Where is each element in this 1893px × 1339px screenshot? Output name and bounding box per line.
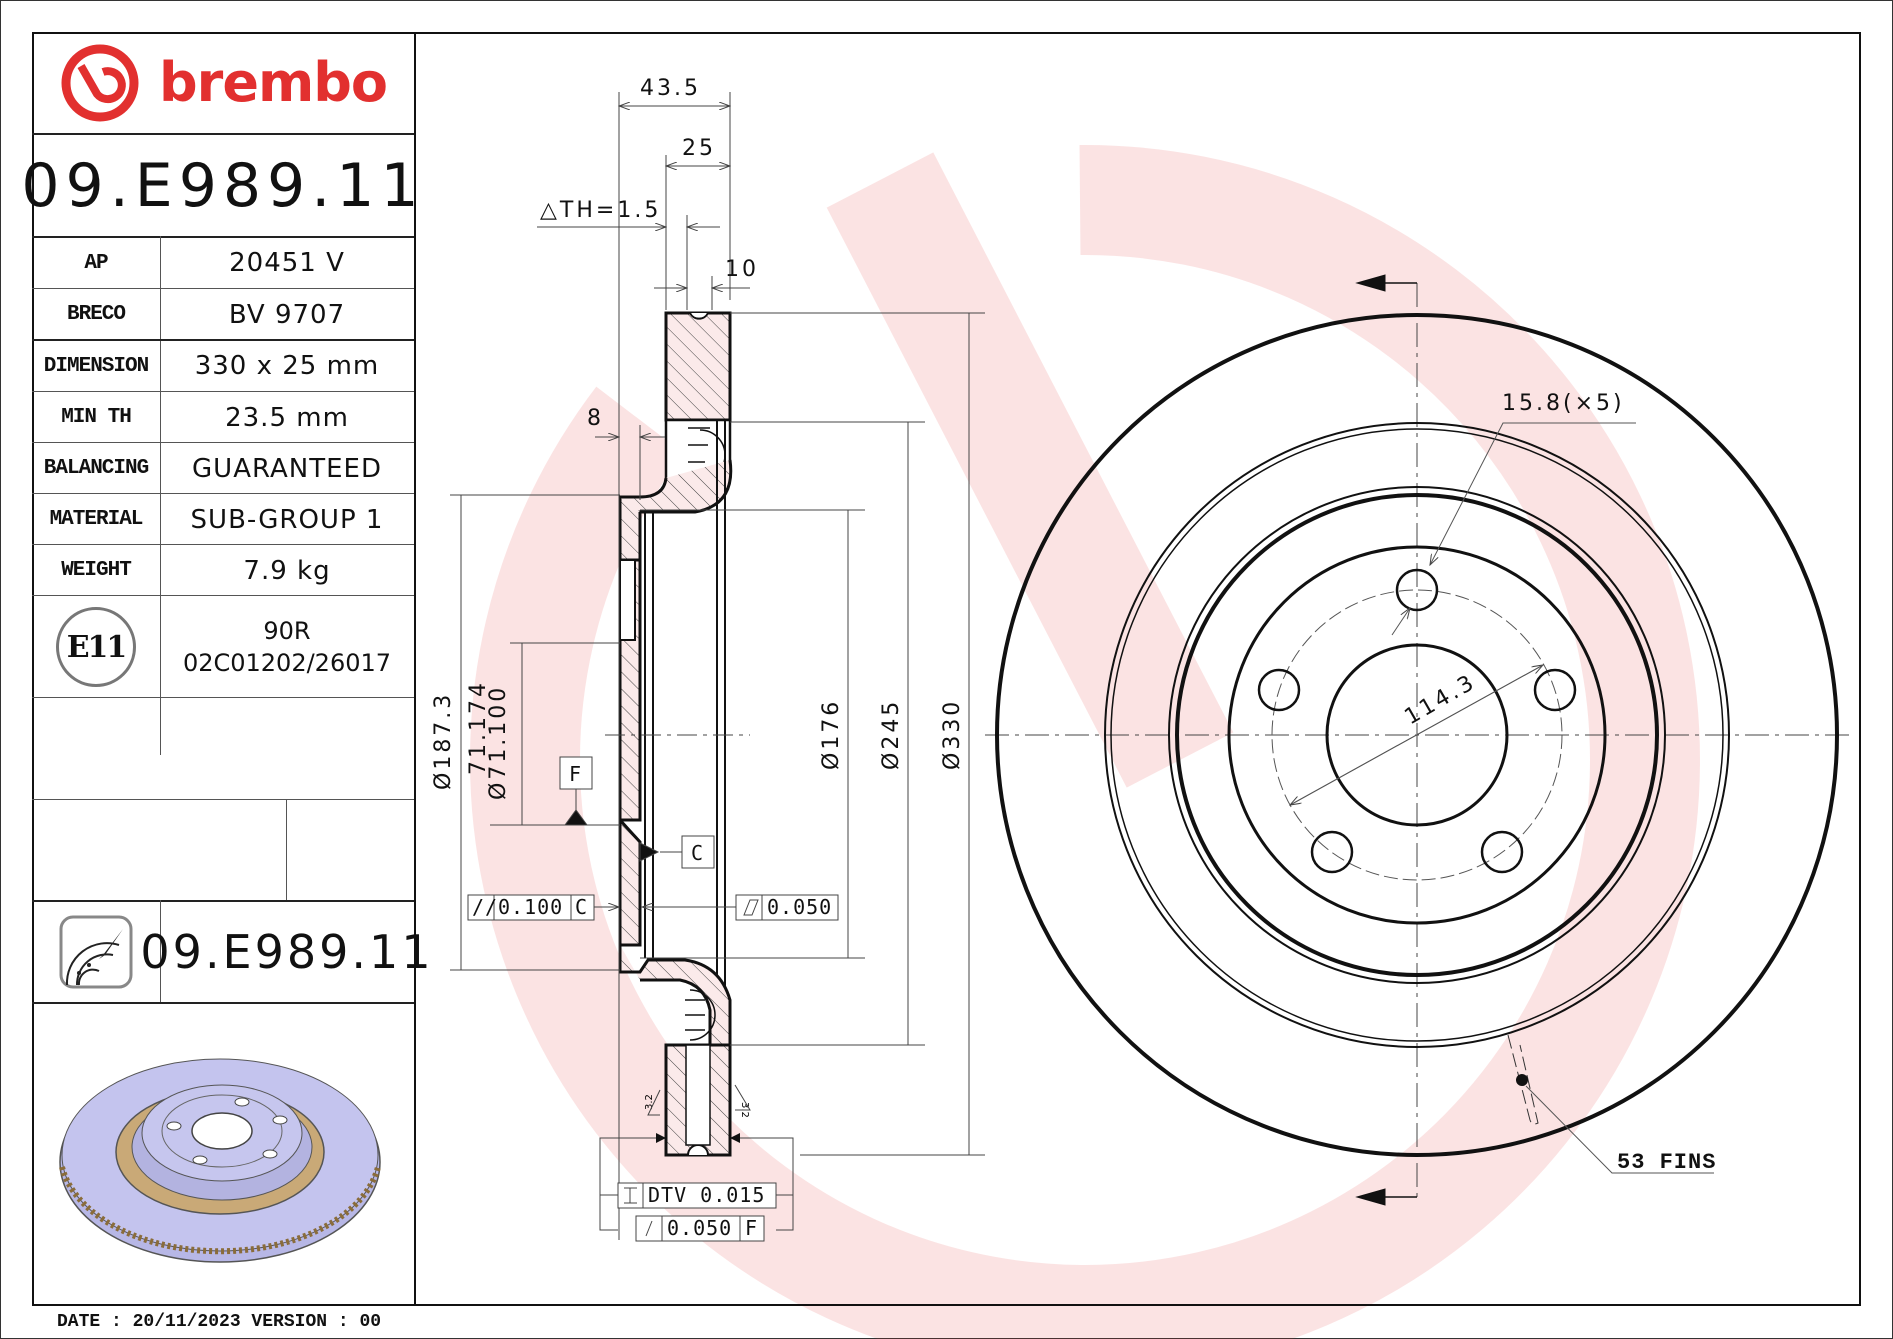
spec-label: BALANCING <box>43 457 149 480</box>
spec-label: MIN TH <box>61 406 132 429</box>
disc-3d-render <box>59 1058 381 1263</box>
spec-label: MATERIAL <box>49 508 144 531</box>
product-part-number: 09.E989.11 <box>140 925 434 979</box>
brake-disc-service-icon <box>59 915 133 989</box>
dtv-runout-tolerances <box>599 1137 794 1242</box>
dim-d187: Ø187.3 <box>431 692 456 790</box>
spec-label: AP <box>84 251 108 275</box>
bolt-hole-dim: 15.8(×5) <box>1502 391 1625 416</box>
flatness-value: 0.050 <box>767 895 832 919</box>
pcd-dim: 114.3 <box>1401 670 1481 731</box>
approval-line-1: 90R <box>263 617 311 645</box>
spec-value: 330 x 25 mm <box>194 351 380 381</box>
spec-value: GUARANTEED <box>192 453 382 484</box>
fins-label: 53 FINS <box>1617 1150 1716 1175</box>
dim-d330: Ø330 <box>940 699 965 770</box>
dim-25: 25 <box>682 136 716 161</box>
dim-d245: Ø245 <box>879 699 904 770</box>
approval-line-2: 02C01202/26017 <box>182 649 392 677</box>
roughness-left: 3.2 <box>644 1094 655 1110</box>
dim-8: 8 <box>587 406 604 431</box>
e11-badge: E11 <box>56 607 136 687</box>
drawing-frame <box>32 32 1861 1306</box>
approval-code: 90R 02C01202/26017 <box>160 597 414 697</box>
approval-mark: E11 <box>32 597 160 697</box>
runout-value: 0.050 <box>667 1216 732 1240</box>
dim-d71-lower: Ø71.100 <box>486 685 511 800</box>
datum-c-label: C <box>691 841 704 865</box>
dim-43-5: 43.5 <box>640 76 701 101</box>
dim-d71-upper: 71.174 <box>466 680 491 775</box>
section-dimension-labels: 43.5 25 △TH=1.5 10 8 Ø187.3 71.174 Ø71.1… <box>431 76 965 800</box>
dtv-value: DTV 0.015 <box>648 1183 765 1207</box>
spec-label: DIMENSION <box>43 354 149 378</box>
spec-label: BRECO <box>66 303 126 326</box>
datum-c <box>639 835 715 869</box>
parallel-datum: C <box>575 895 588 919</box>
title-block: brembo 09.E989.11 AP 20451 V BRECO BV 97… <box>21 32 434 1306</box>
date-version: DATE : 20/11/2023 VERSION : 00 <box>57 1312 382 1332</box>
brembo-logo-icon <box>61 44 139 121</box>
parallel-value: 0.100 <box>498 895 563 919</box>
dim-d176: Ø176 <box>819 699 844 770</box>
datum-f-label: F <box>569 762 582 786</box>
spec-value: 23.5 mm <box>225 402 349 433</box>
spec-value: SUB-GROUP 1 <box>190 504 384 535</box>
spec-value: 20451 V <box>229 248 345 278</box>
service-icon-cell <box>32 902 160 1002</box>
part-number: 09.E989.11 <box>21 150 425 221</box>
section-dimensions <box>450 92 985 1240</box>
spec-value: 7.9 kg <box>243 555 331 586</box>
section-view <box>605 311 750 1157</box>
brand-logo: brembo <box>32 32 414 133</box>
parallel-symbol: // <box>472 895 498 919</box>
parallelism-tolerance <box>467 894 619 921</box>
brand-name: brembo <box>159 51 388 114</box>
dim-delta-th: △TH=1.5 <box>540 198 661 223</box>
runout-datum: F <box>745 1216 758 1240</box>
front-view <box>985 274 1850 1206</box>
flatness-tolerance <box>642 894 839 921</box>
spec-value: BV 9707 <box>228 299 346 330</box>
datum-f <box>559 756 593 826</box>
dim-10: 10 <box>725 257 759 282</box>
spec-label: WEIGHT <box>61 559 132 582</box>
